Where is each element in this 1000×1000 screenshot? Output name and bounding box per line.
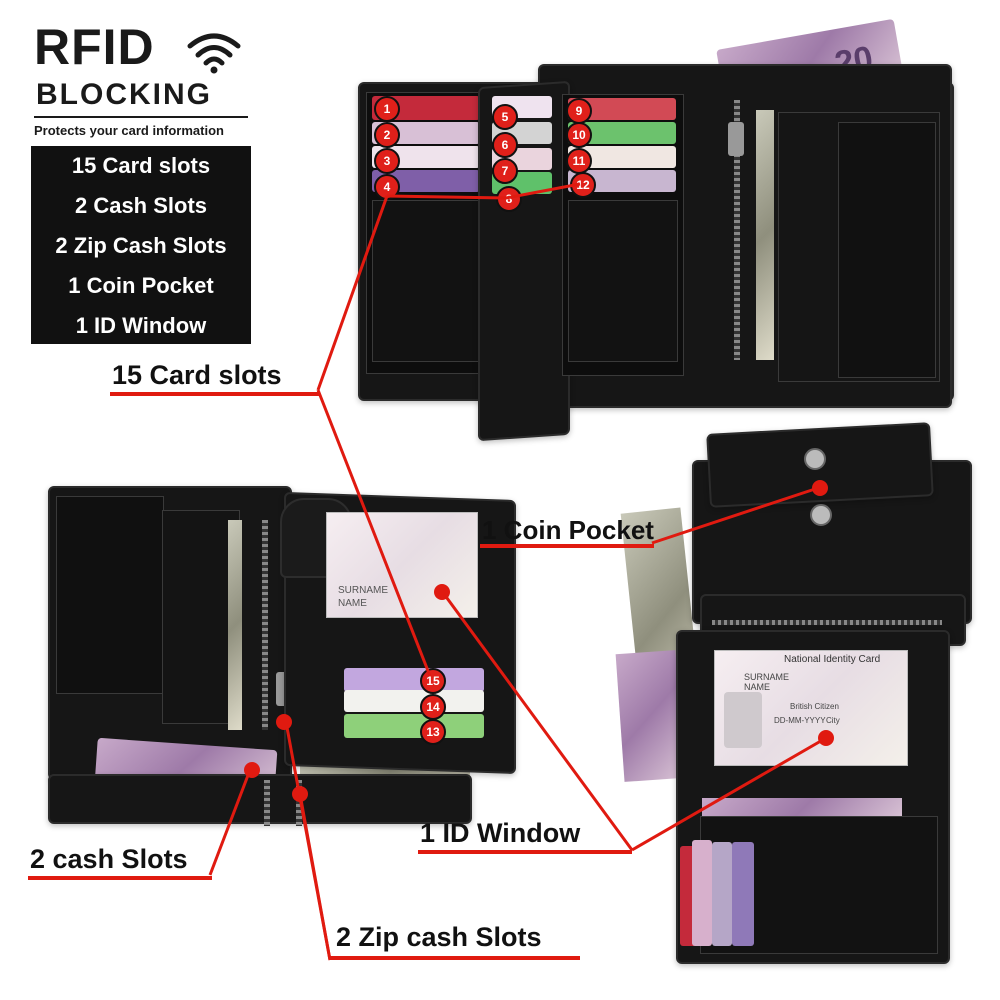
id-name: NAME [744,682,771,692]
card-pocket [162,510,240,724]
feature-item: 2 Zip Cash Slots [55,233,227,258]
id-card-title: National Identity Card [784,654,881,665]
callout-underline [330,956,580,960]
wallet-bottom-base [48,774,472,824]
callout-underline [28,876,212,880]
callout-underline [110,392,320,396]
id-photo [724,692,762,748]
slot-number-badge: 12 [570,172,596,198]
card-pocket [568,200,678,362]
card [568,146,676,168]
wireless-signal-icon [187,33,241,74]
callout-zip-cash-slots: 2 Zip cash Slots [336,922,542,952]
slot-number-badge: 15 [420,668,446,694]
header-divider [34,116,248,118]
zipper [262,520,268,730]
card [712,842,732,946]
callout-underline [418,850,632,854]
snap-button [810,504,832,526]
slot-number-badge: 2 [374,122,400,148]
banknote-pound [615,650,685,782]
coin-pocket-flap [838,122,936,378]
slot-number-badge: 7 [492,158,518,184]
slot-number-badge: 13 [420,719,446,745]
snap-button [804,448,826,470]
callout-dot-cash-slot [244,762,260,778]
rfid-blocking-label: BLOCKING [36,78,212,111]
card [344,668,484,692]
callout-dot-zip-slot [276,714,292,730]
feature-item: 2 Cash Slots [74,193,208,218]
slot-number-badge: 1 [374,96,400,122]
callout-dot-id-window-right [818,730,834,746]
callout-dot-coin-pocket [812,480,828,496]
feature-item: 15 Card slots [71,153,211,178]
id-name: NAME [338,598,367,609]
id-surname: SURNAME [338,585,389,596]
card [568,98,676,120]
card [692,840,712,946]
callout-id-window: 1 ID Window [420,818,581,848]
card [344,714,484,738]
card-pocket [372,200,482,362]
card [732,842,754,946]
feature-item: 1 ID Window [75,313,207,338]
slot-number-badge: 8 [496,186,522,212]
id-surname: SURNAME [744,672,790,682]
slot-number-badge: 3 [374,148,400,174]
zipper [264,780,270,826]
slot-number-badge: 4 [374,174,400,200]
feature-item: 1 Coin Pocket [68,273,214,298]
slot-number-badge: 11 [566,148,592,174]
slot-number-badge: 5 [492,104,518,130]
feature-list: 15 Card slots 2 Cash Slots 2 Zip Cash Sl… [31,146,251,344]
callout-dot-zip-slot-lower [292,786,308,802]
callout-cash-slots: 2 cash Slots [30,844,188,874]
callout-underline [480,544,654,548]
rfid-title: RFID [34,19,155,75]
slot-number-badge: 9 [566,98,592,124]
slot-number-badge: 10 [566,122,592,148]
slot-number-badge: 6 [492,132,518,158]
id-citizenship: British Citizen [790,702,839,711]
slot-number-badge: 14 [420,694,446,720]
card [344,690,484,712]
zipper [734,100,740,360]
zipper-track [712,620,942,625]
banknote-inner [756,110,774,360]
zipper-pull [728,122,744,156]
banknote-inner [228,520,242,730]
callout-coin-pocket: 1 Coin Pocket [482,515,654,545]
card [568,122,676,144]
id-city: City [826,716,840,725]
callout-card-slots: 15 Card slots [112,360,282,390]
id-dob: DD-MM-YYYY [774,716,826,725]
rfid-tagline: Protects your card information [34,123,224,138]
callout-dot-id-window-left [434,584,450,600]
card-pocket [56,496,164,694]
